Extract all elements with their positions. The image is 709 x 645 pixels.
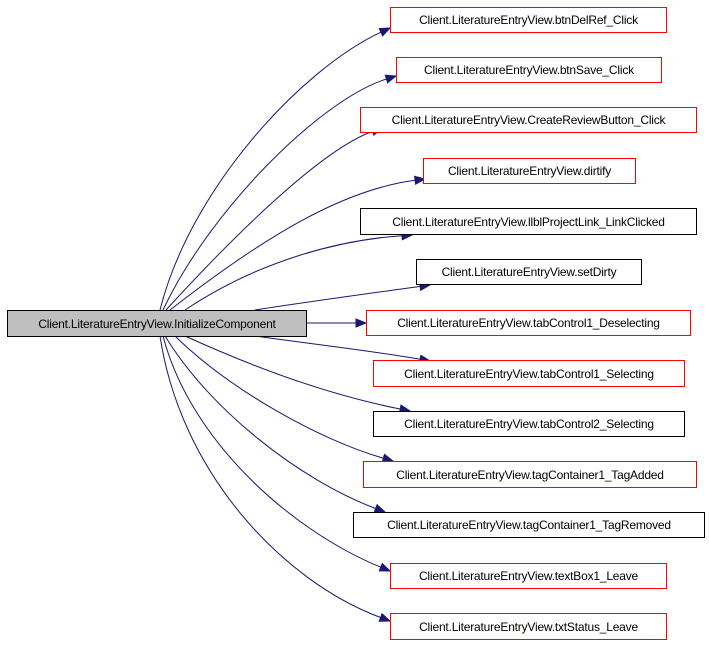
target-node-tabcontrol1-deselecting[interactable]: Client.LiteratureEntryView.tabControl1_D… xyxy=(366,310,691,336)
arrowhead-icon xyxy=(378,612,392,622)
call-edge xyxy=(162,335,381,568)
call-edge xyxy=(159,31,382,311)
target-node-tagcontainer1-tagadded[interactable]: Client.LiteratureEntryView.tagContainer1… xyxy=(363,461,697,488)
call-edge xyxy=(254,285,421,311)
target-node-tabcontrol2-selecting[interactable]: Client.LiteratureEntryView.tabControl2_S… xyxy=(373,411,685,437)
target-node-setdirty[interactable]: Client.LiteratureEntryView.setDirty xyxy=(416,259,642,285)
target-node-tagcontainer1-tagremoved[interactable]: Client.LiteratureEntryView.tagContainer1… xyxy=(353,512,705,538)
source-node[interactable]: Client.LiteratureEntryView.InitializeCom… xyxy=(7,310,307,337)
arrowhead-icon xyxy=(355,318,368,328)
call-edge xyxy=(164,335,376,509)
arrowhead-icon xyxy=(384,74,398,84)
target-node-btndelref-click[interactable]: Client.LiteratureEntryView.btnDelRef_Cli… xyxy=(390,7,667,33)
arrowhead-icon xyxy=(378,27,392,37)
call-edge xyxy=(162,78,387,311)
call-edge xyxy=(174,335,384,459)
call-edge xyxy=(159,335,381,618)
target-node-btnsave-click[interactable]: Client.LiteratureEntryView.btnSave_Click xyxy=(396,57,662,83)
target-node-tabcontrol1-selecting[interactable]: Client.LiteratureEntryView.tabControl1_S… xyxy=(373,360,685,387)
call-edge xyxy=(184,335,401,410)
call-edge xyxy=(165,130,373,311)
target-node-txtstatus-leave[interactable]: Client.LiteratureEntryView.txtStatus_Lea… xyxy=(390,613,667,640)
target-node-textbox1-leave[interactable]: Client.LiteratureEntryView.textBox1_Leav… xyxy=(390,563,667,589)
call-edge xyxy=(169,179,416,311)
arrowhead-icon xyxy=(378,562,392,572)
target-node-createreviewbutton-click[interactable]: Client.LiteratureEntryView.CreateReviewB… xyxy=(360,107,697,133)
call-edge xyxy=(184,235,403,311)
target-node-llblprojectlink-linkclicked[interactable]: Client.LiteratureEntryView.llblProjectLi… xyxy=(360,208,697,235)
target-node-dirtify[interactable]: Client.LiteratureEntryView.dirtify xyxy=(423,158,636,184)
call-edge xyxy=(254,335,421,360)
arrowhead-icon xyxy=(413,175,427,186)
